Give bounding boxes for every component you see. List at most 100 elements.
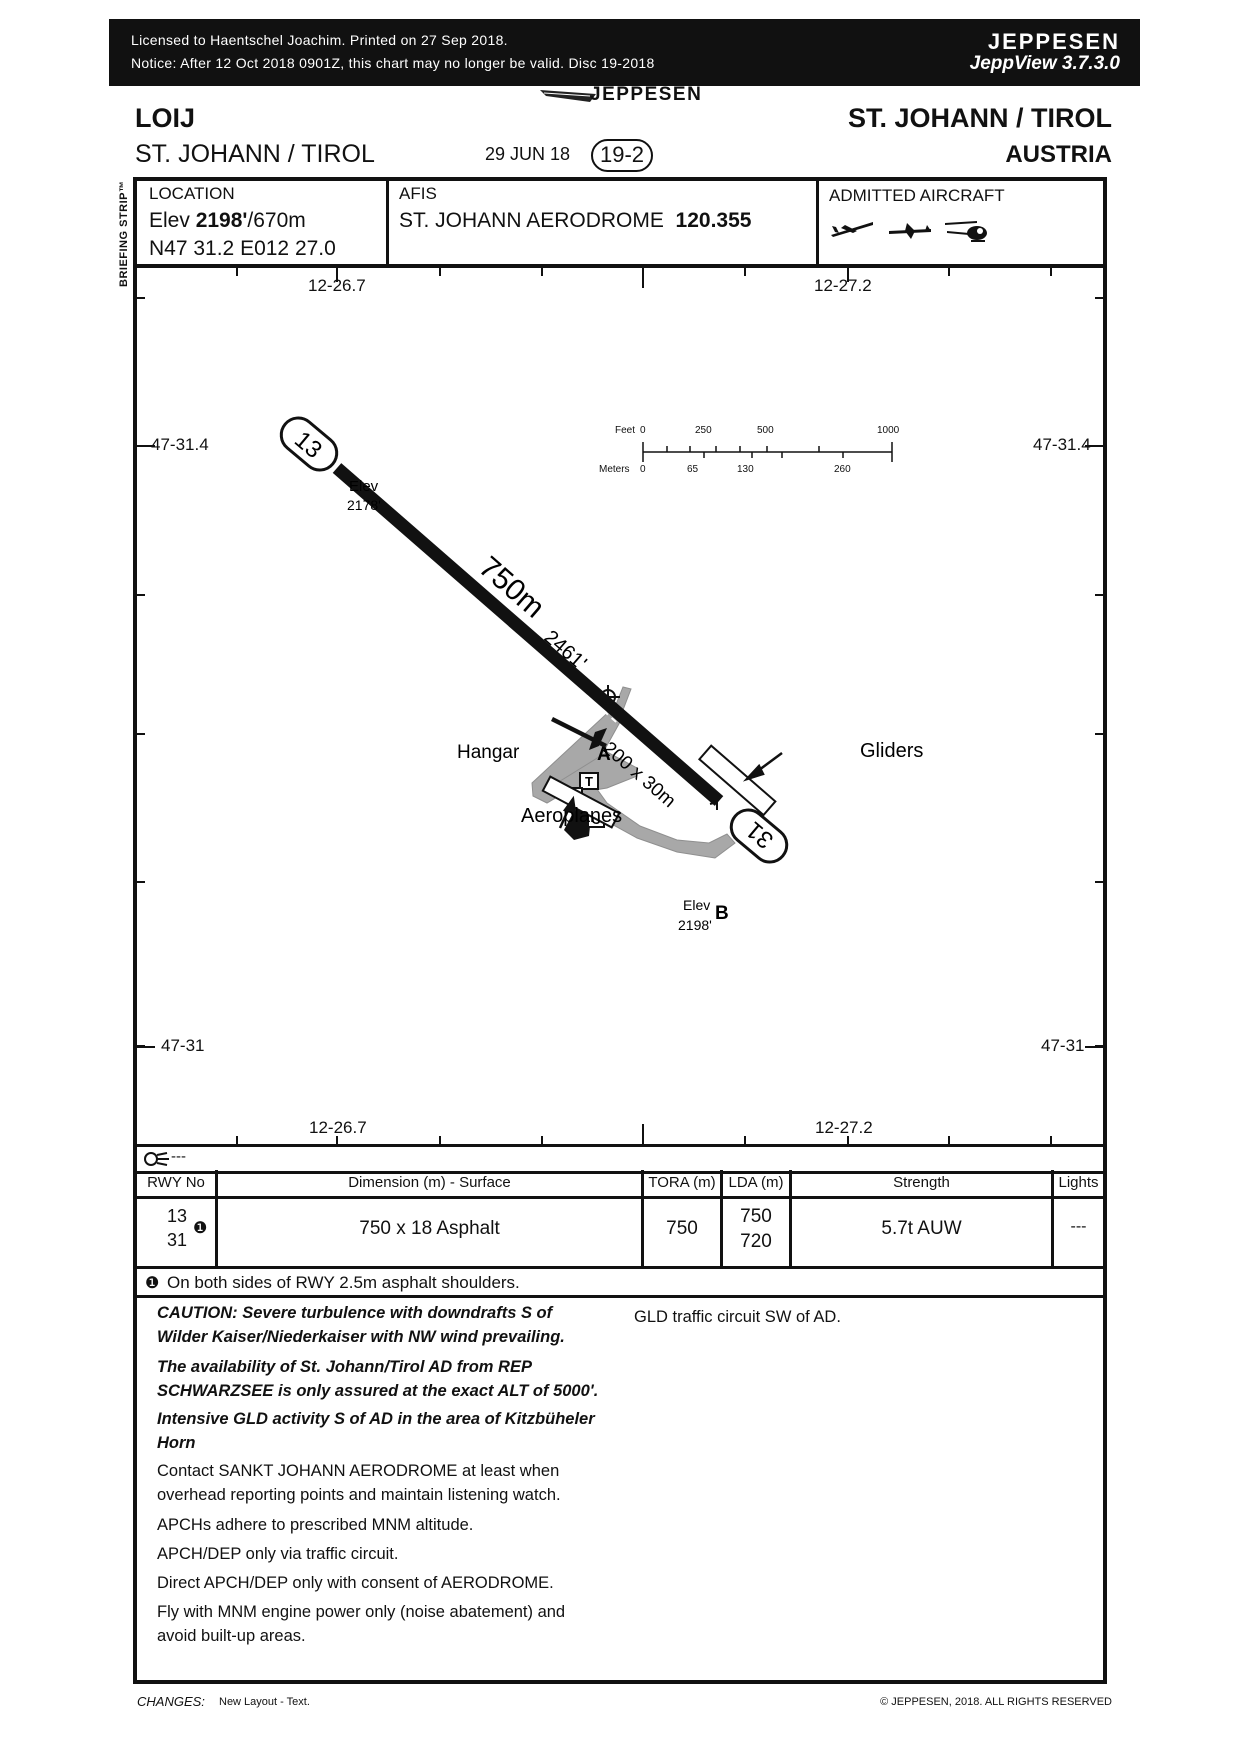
rwy13-elev-value: 2178': [347, 497, 381, 513]
afis-label: AFIS: [399, 184, 437, 203]
rwy-13: 13: [167, 1206, 188, 1226]
lighting-row: ---: [137, 1144, 1103, 1174]
runway-lights: ---: [1070, 1218, 1087, 1235]
header-strength: Strength: [893, 1174, 950, 1191]
footnote-row: ❶ On both sides of RWY 2.5m asphalt shou…: [137, 1271, 1103, 1298]
glider-icon: [831, 222, 873, 237]
aerodrome-coordinates: N47 31.2 E012 27.0: [149, 237, 336, 260]
note-line: Fly with MNM engine power only (noise ab…: [157, 1603, 566, 1621]
note-item: Fly with MNM engine power only (noise ab…: [157, 1600, 627, 1648]
scale-meters-0: 0: [640, 464, 646, 475]
changes-label: CHANGES:: [137, 1694, 205, 1709]
elevation-feet: 2198': [195, 209, 248, 232]
note-item: Intensive GLD activity S of AD in the ar…: [157, 1407, 627, 1455]
runway-lda-13: 750: [740, 1206, 772, 1227]
header-dimension: Dimension (m) - Surface: [348, 1174, 511, 1191]
scale-meters-260: 260: [834, 464, 851, 475]
runway-13-31: [332, 463, 724, 811]
footnote-marker-icon: ❶: [145, 1275, 160, 1292]
taxiway-a-label: A: [597, 744, 611, 765]
runway-tora: 750: [666, 1218, 698, 1239]
scale-bar: [642, 442, 893, 462]
note-line: CAUTION: Severe turbulence with downdraf…: [157, 1304, 553, 1322]
aerodrome-elevation: Elev 2198'/670m: [149, 209, 306, 232]
runway-lda-31: 720: [740, 1231, 772, 1252]
lat-lower-left: 47-31: [161, 1036, 205, 1055]
copyright: © JEPPESEN, 2018. ALL RIGHTS RESERVED: [880, 1696, 1112, 1708]
icao-code: LOIJ: [135, 103, 196, 133]
validity-notice: Notice: After 12 Oct 2018 0901Z, this ch…: [131, 55, 655, 71]
note-item: Contact SANKT JOHANN AERODROME at least …: [157, 1459, 627, 1507]
lon-top-left: 12-26.7: [308, 276, 366, 295]
license-banner: Licensed to Haentschel Joachim. Printed …: [109, 19, 1140, 86]
rwy13-elev-label: Elev: [349, 478, 379, 495]
note-line: Horn: [157, 1434, 196, 1452]
note-item: CAUTION: Severe turbulence with downdraf…: [157, 1301, 627, 1349]
gld-circuit-note: GLD traffic circuit SW of AD.: [634, 1308, 841, 1326]
note-item: Direct APCH/DEP only with consent of AER…: [157, 1571, 627, 1595]
lon-bottom-left: 12-26.7: [309, 1118, 367, 1137]
lon-bottom-right: 12-27.2: [815, 1118, 873, 1137]
scale-meters-130: 130: [737, 464, 754, 475]
note-line: Direct APCH/DEP only with consent of AER…: [157, 1574, 554, 1592]
header-lights: Lights: [1058, 1174, 1099, 1191]
header-logo-text: JEPPESEN: [590, 84, 703, 105]
airplane-icon: [889, 223, 931, 239]
runway-dimension: 750 x 18 Asphalt: [359, 1218, 500, 1239]
note-line: Wilder Kaiser/Niederkaiser with NW wind …: [157, 1328, 565, 1346]
lighting-text: ---: [171, 1148, 186, 1165]
header-rwy-no: RWY No: [147, 1174, 205, 1191]
chart-number: 19-2: [591, 139, 653, 172]
rwy31-end-marker: 31: [729, 808, 789, 864]
rwy31-elev-label: Elev: [683, 897, 710, 913]
lat-upper-left: 47-31.4: [151, 435, 209, 454]
note-line: APCH/DEP only via traffic circuit.: [157, 1545, 399, 1563]
aeroplanes-area: [541, 775, 621, 829]
note-item: APCH/DEP only via traffic circuit.: [157, 1542, 627, 1566]
notes-left: CAUTION: Severe turbulence with downdraf…: [157, 1301, 627, 1653]
aerodrome-reference-point-icon: [596, 685, 620, 709]
city-name-left: ST. JOHANN / TIROL: [135, 140, 375, 168]
afis-frequency: 120.355: [675, 209, 752, 232]
note-item: The availability of St. Johann/Tirol AD …: [157, 1355, 627, 1403]
gliders-area: [697, 744, 777, 817]
gliders-label: Gliders: [860, 740, 923, 762]
elevation-meters: /670m: [247, 209, 306, 232]
hangar-building: [564, 806, 592, 840]
scale-feet-500: 500: [757, 425, 774, 436]
lat-lower-right: 47-31: [1041, 1036, 1085, 1055]
location-label: LOCATION: [149, 184, 235, 203]
rwy-31: 31: [167, 1230, 188, 1250]
lat-upper-right: 47-31.4: [1033, 435, 1091, 454]
note-1-marker-icon: ❶: [193, 1220, 208, 1237]
tower-label: T: [585, 774, 593, 789]
afis-name: ST. JOHANN AERODROME: [399, 209, 664, 232]
runway-strength: 5.7t AUW: [881, 1218, 962, 1239]
afis-station: ST. JOHANN AERODROME 120.355: [399, 209, 751, 233]
lon-top-right: 12-27.2: [814, 276, 872, 295]
aeroplanes-label: Aeroplanes: [521, 805, 622, 827]
jeppesen-logo-icon: [540, 90, 596, 102]
scale-feet-label: Feet: [615, 425, 635, 436]
admitted-aircraft-icons: [831, 221, 987, 242]
note-line: overhead reporting points and maintain l…: [157, 1486, 561, 1504]
note-line: avoid built-up areas.: [157, 1627, 306, 1645]
note-line: The availability of St. Johann/Tirol AD …: [157, 1358, 532, 1376]
license-text: Licensed to Haentschel Joachim. Printed …: [131, 32, 508, 48]
rwy31-elev-value: 2198': [678, 917, 712, 933]
admitted-aircraft-label: ADMITTED AIRCRAFT: [829, 186, 1005, 205]
info-row: LOCATION Elev 2198'/670m N47 31.2 E012 2…: [137, 181, 1103, 268]
country-name: AUSTRIA: [1005, 141, 1112, 168]
scale-feet-1000: 1000: [877, 425, 900, 436]
hangar-label: Hangar: [457, 742, 520, 763]
tower-building: T: [579, 772, 599, 790]
glider-symbol-icon: [551, 717, 607, 750]
scale-feet-250: 250: [695, 425, 712, 436]
briefing-strip-label: BRIEFING STRIP™: [118, 180, 130, 287]
header-lda: LDA (m): [728, 1174, 784, 1191]
note-line: APCHs adhere to prescribed MNM altitude.: [157, 1516, 474, 1534]
airport-diagram: 13 Elev 2178' 31 Elev 2198' 750m 2461' A…: [137, 268, 1103, 1144]
note-line: Intensive GLD activity S of AD in the ar…: [157, 1410, 595, 1428]
header-tora: TORA (m): [648, 1174, 716, 1191]
scale-meters-65: 65: [687, 464, 699, 475]
